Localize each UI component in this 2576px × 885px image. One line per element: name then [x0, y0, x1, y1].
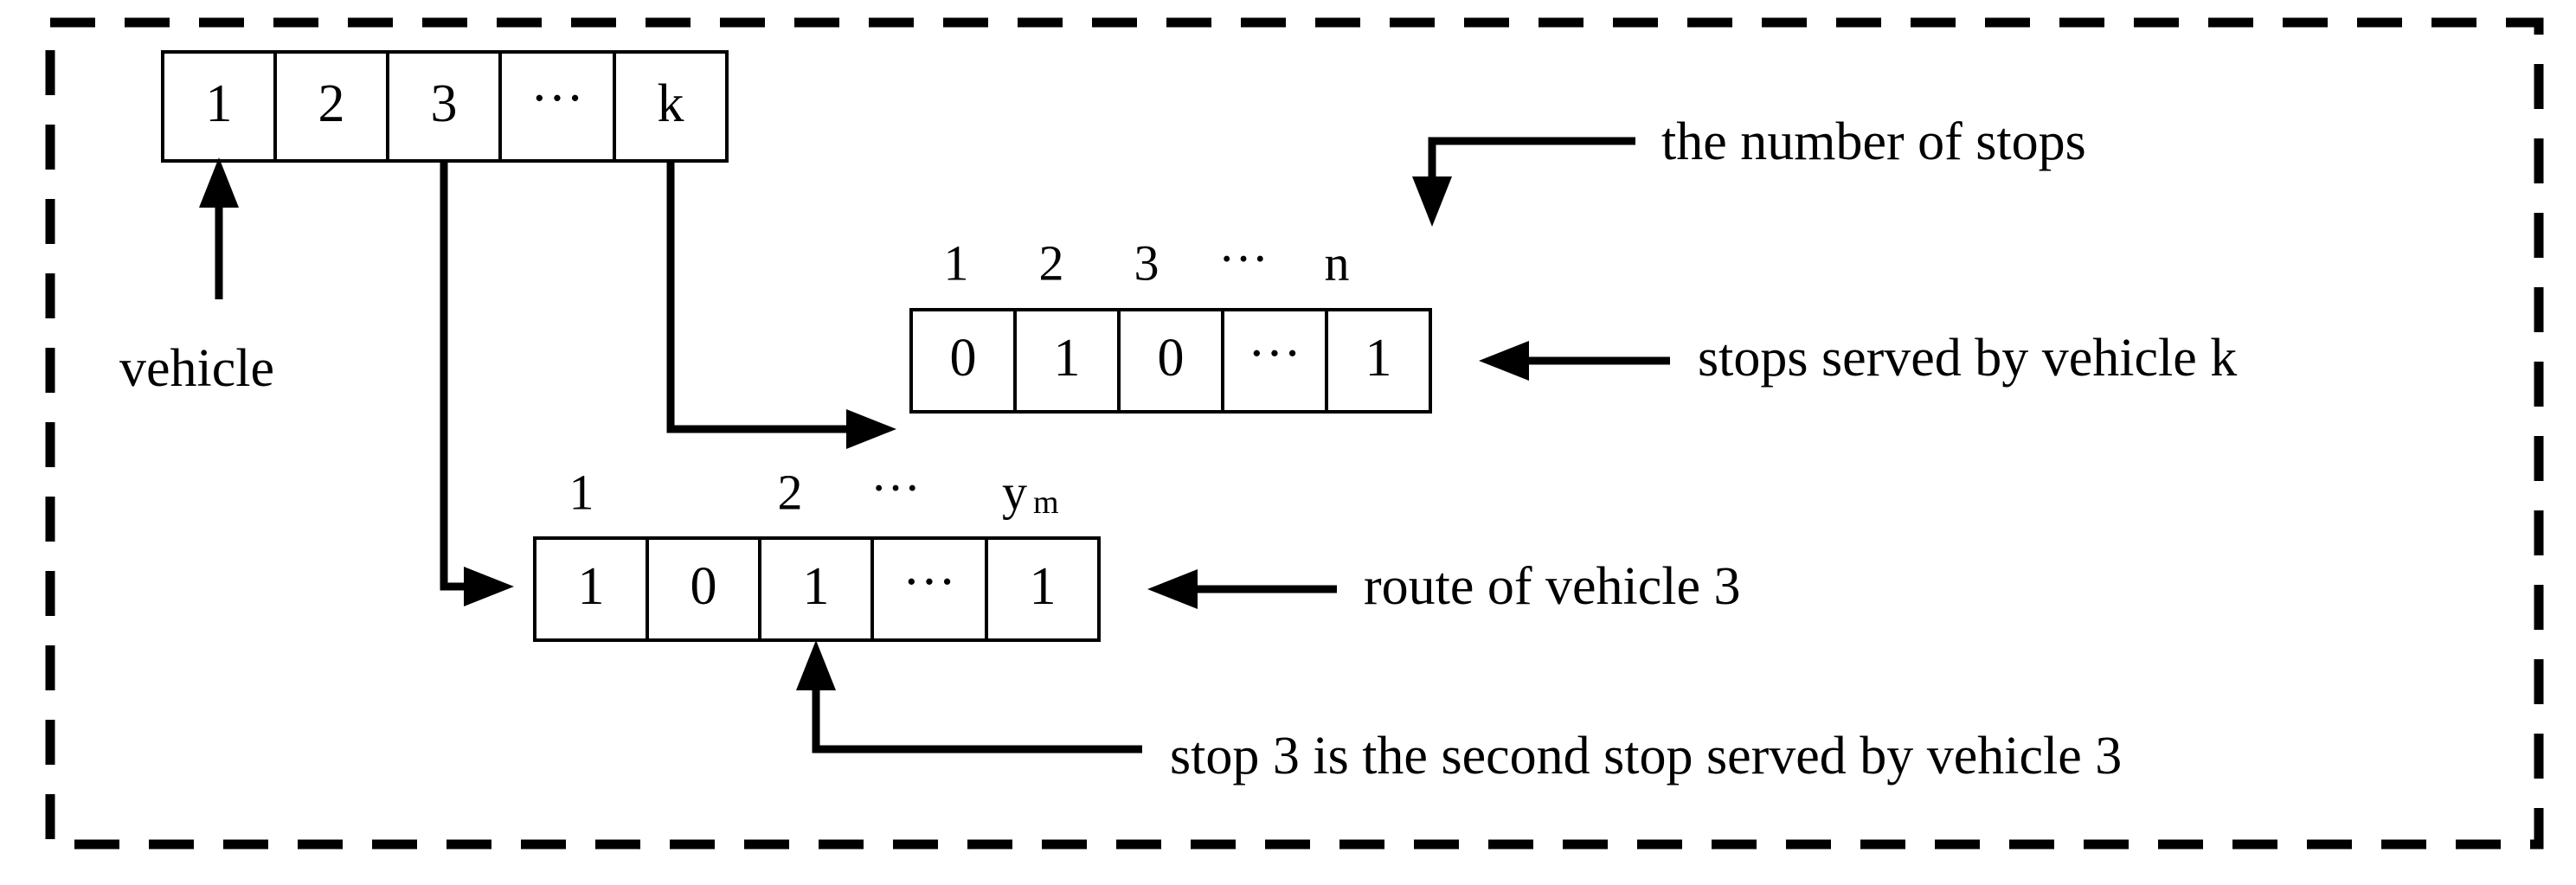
- route-cell-ym: 1: [1030, 557, 1057, 616]
- stops-header-ellipsis: ···: [1218, 230, 1269, 286]
- stops-array-outline: [909, 308, 1432, 414]
- stops-served-array: 1 2 3 ··· n 0 1 0 ··· 1: [909, 230, 1432, 414]
- stops-cell-ellipsis: ···: [1248, 324, 1301, 383]
- stop-three-label: stop 3 is the second stop served by vehi…: [1170, 727, 2122, 786]
- route-cell-1: 1: [578, 557, 605, 616]
- route-header-ym: y m: [1002, 464, 1059, 521]
- connector-3-to-route-array: [440, 161, 514, 606]
- vehicle-array-outline: [161, 50, 729, 163]
- vehicle-label: vehicle: [119, 339, 274, 398]
- stops-header-3: 3: [1134, 234, 1160, 291]
- stop-three-callout-arrow: [796, 640, 1142, 754]
- route-cell-3: 1: [803, 557, 830, 616]
- vehicle-cell-3: 3: [431, 74, 458, 133]
- route-array: 1 2 ··· y m 1 0 1 ··· 1: [533, 459, 1101, 642]
- stops-served-label: stops served by vehicle k: [1698, 329, 2237, 388]
- number-of-stops-callout-arrow: [1412, 137, 1635, 227]
- vehicle-cell-1: 1: [206, 74, 233, 133]
- stops-header-1: 1: [944, 234, 969, 291]
- route-callout-arrow: [1147, 569, 1337, 609]
- vehicle-cell-ellipsis: ···: [530, 69, 584, 128]
- route-header-2: 2: [778, 464, 803, 520]
- number-of-stops-label: the number of stops: [1661, 112, 2086, 171]
- stops-header-2: 2: [1039, 234, 1064, 291]
- vehicle-pointer-arrow: [199, 157, 239, 299]
- route-cell-2: 0: [691, 557, 717, 616]
- route-header-y: y: [1002, 464, 1027, 520]
- route-cell-ellipsis: ···: [903, 553, 956, 612]
- vehicle-cell-2: 2: [318, 74, 345, 133]
- route-header-m-subscript: m: [1033, 484, 1059, 521]
- stops-served-callout-arrow: [1479, 341, 1670, 381]
- route-label: route of vehicle 3: [1364, 557, 1741, 616]
- route-header-1: 1: [569, 464, 594, 520]
- stops-cell-n: 1: [1365, 329, 1392, 388]
- dashed-frame-border: [45, 17, 2544, 850]
- stops-cell-3: 0: [1158, 329, 1185, 388]
- stops-cell-2: 1: [1054, 329, 1081, 388]
- route-header-ellipsis: ···: [870, 459, 921, 516]
- stops-cell-1: 0: [950, 329, 977, 388]
- vehicle-cell-k: k: [658, 74, 684, 133]
- route-array-outline: [533, 536, 1101, 642]
- stops-header-n: n: [1325, 234, 1350, 291]
- vehicle-array: 1 2 3 ··· k: [161, 50, 729, 163]
- connector-k-to-stops-array: [666, 161, 896, 449]
